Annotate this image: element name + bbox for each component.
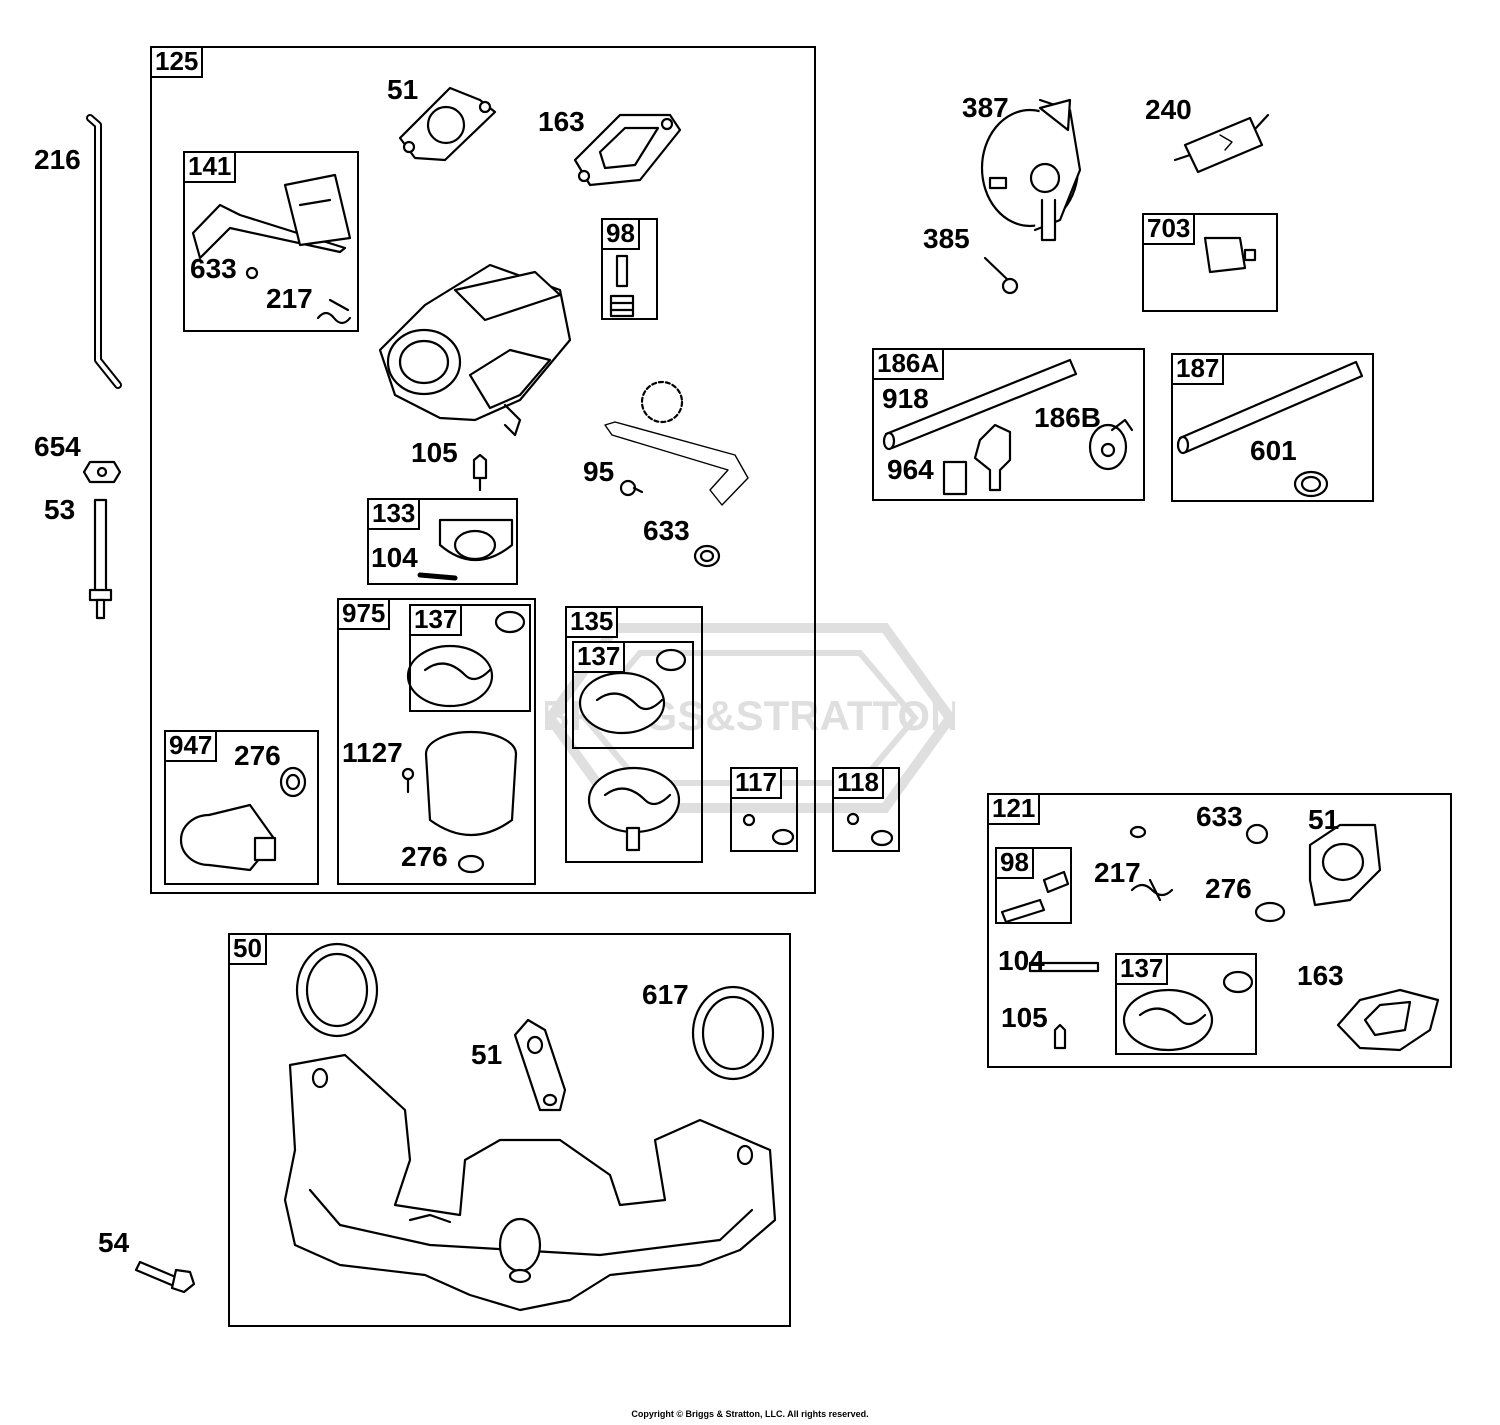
box-50-tag: 50 (228, 933, 267, 965)
box-98-a-tag: 98 (601, 218, 640, 250)
callout-276-b: 276 (401, 841, 448, 872)
box-187-tag: 187 (1171, 353, 1225, 385)
callout-95: 95 (583, 456, 615, 487)
box-137-a-tag: 137 (409, 604, 463, 636)
box-118-tag: 118 (832, 767, 884, 799)
callout-163-b: 163 (1297, 960, 1344, 991)
callout-216: 216 (34, 144, 81, 175)
callout-104-b: 104 (998, 945, 1045, 976)
callout-633: 633 (190, 253, 237, 284)
callout-387: 387 (962, 92, 1009, 123)
box-975-tag: 975 (337, 598, 391, 630)
box-137-c-tag: 137 (1115, 953, 1169, 985)
callout-1127: 1127 (342, 737, 403, 768)
box-137-a (409, 604, 531, 712)
callout-654: 654 (34, 431, 81, 462)
box-137-b (572, 641, 694, 749)
callout-105-b: 105 (1001, 1002, 1048, 1033)
box-186a-tag: 186A (872, 348, 945, 380)
box-50 (228, 933, 791, 1327)
box-125 (150, 46, 816, 894)
callout-964: 964 (887, 454, 934, 485)
callout-276-c: 276 (1205, 873, 1252, 904)
box-703-tag: 703 (1142, 213, 1196, 245)
box-187 (1171, 353, 1374, 502)
callout-617: 617 (642, 979, 689, 1010)
box-121 (987, 793, 1452, 1068)
callout-633-c: 633 (1196, 801, 1243, 832)
box-186a (872, 348, 1145, 501)
callout-51-b: 51 (1308, 804, 1340, 835)
box-125-tag: 125 (150, 46, 204, 78)
copyright-notice: Copyright © Briggs & Stratton, LLC. All … (631, 1409, 869, 1419)
box-133-tag: 133 (367, 498, 421, 530)
box-121-tag: 121 (987, 793, 1041, 825)
box-947-tag: 947 (164, 730, 218, 762)
callout-276: 276 (234, 740, 281, 771)
callout-385: 385 (923, 223, 970, 254)
callout-633-b: 633 (643, 515, 690, 546)
callout-53: 53 (44, 494, 76, 525)
callout-601: 601 (1250, 435, 1297, 466)
callout-186b: 186B (1034, 402, 1101, 433)
box-141 (183, 151, 359, 332)
box-137-b-tag: 137 (572, 641, 626, 673)
callout-105: 105 (411, 437, 458, 468)
box-98-b-tag: 98 (995, 847, 1034, 879)
box-135 (565, 606, 703, 863)
callout-163: 163 (538, 106, 585, 137)
callout-240: 240 (1145, 94, 1192, 125)
callout-54: 54 (98, 1227, 130, 1258)
box-141-tag: 141 (183, 151, 237, 183)
box-135-tag: 135 (565, 606, 619, 638)
callout-51-c: 51 (471, 1039, 503, 1070)
box-703 (1142, 213, 1278, 312)
box-947 (164, 730, 319, 885)
callout-918: 918 (882, 383, 929, 414)
callout-217-b: 217 (1094, 857, 1141, 888)
box-137-c (1115, 953, 1257, 1055)
box-975 (337, 598, 536, 885)
callout-51: 51 (387, 74, 419, 105)
callout-217: 217 (266, 283, 313, 314)
box-133 (367, 498, 518, 585)
box-117-tag: 117 (730, 767, 782, 799)
callout-104: 104 (371, 542, 418, 573)
